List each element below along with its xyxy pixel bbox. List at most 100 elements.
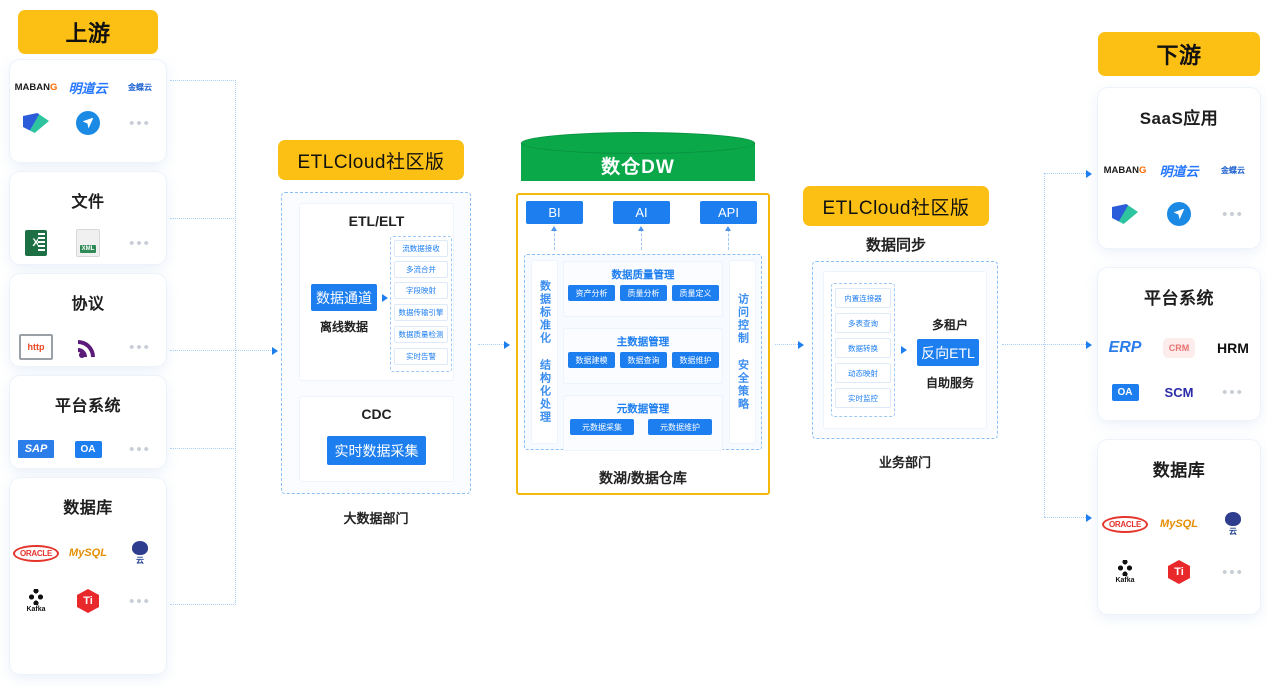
standardization-label: 数据标准化 结构化处理 (531, 260, 558, 444)
arrow-up-api (725, 226, 731, 231)
etl-chip[interactable]: 数据传输引擎 (394, 304, 448, 321)
logo-tidb: Ti (62, 584, 114, 618)
connector-card3 (170, 350, 236, 351)
sync-chip[interactable]: 多表查询 (835, 313, 891, 333)
sync-chip[interactable]: 实时监控 (835, 388, 891, 408)
api-label: API (718, 205, 739, 220)
quality-item[interactable]: 资产分析 (568, 285, 615, 301)
upstream-card-platform[interactable]: 平台系统 SAP OA ••• (10, 376, 166, 468)
quality-item[interactable]: 质量分析 (620, 285, 667, 301)
selfservice-label: 自助服务 (925, 376, 974, 390)
logo-sap: SAP (10, 432, 62, 466)
logo-more: ••• (129, 114, 151, 132)
connector-dw-to-etl-right (775, 344, 800, 345)
masterdata-item[interactable]: 数据建模 (568, 352, 615, 368)
quality-group-title: 数据质量管理 (611, 269, 675, 281)
connector-to-etl-left (235, 350, 273, 351)
connector-card2 (170, 218, 236, 219)
arrow-into-database (1086, 514, 1092, 522)
etl-left-header: ETLCloud社区版 (278, 140, 464, 180)
logo-hrm: HRM (1217, 340, 1249, 356)
downstream-bus-line (1044, 173, 1045, 517)
arrow-into-etl-right (798, 341, 804, 349)
arrow-into-etl-left (272, 347, 278, 355)
sync-chip[interactable]: 动态映射 (835, 363, 891, 383)
connector-down-platform (1044, 344, 1088, 345)
arrow-into-dw (504, 341, 510, 349)
etl-chip[interactable]: 实时告警 (394, 348, 448, 365)
logo-tidb: Ti (1152, 555, 1206, 589)
offline-data-label: 离线数据 (319, 320, 368, 334)
reverse-etl-button[interactable]: 反向ETL (917, 339, 979, 366)
logo-oa: OA (1098, 375, 1152, 409)
etl-chip[interactable]: 数据质量检测 (394, 326, 448, 343)
etl-right-header-label: ETLCloud社区版 (822, 197, 970, 219)
upstream-card-saas[interactable]: MABANG 明道云 金蝶云 ••• (10, 60, 166, 162)
arrow-chips-to-reverse-etl (901, 346, 907, 354)
arrow-up-ai (638, 226, 644, 231)
metadata-item[interactable]: 元数据采集 (570, 419, 634, 435)
logo-mysql: MySQL (69, 547, 107, 559)
logo-dingtalk (62, 106, 114, 140)
card-title: 数据库 (1152, 461, 1206, 480)
etl-chip[interactable]: 流数据接收 (394, 240, 448, 257)
connector-card1 (170, 80, 236, 81)
upstream-card-file[interactable]: 文件 X XML ••• (10, 172, 166, 264)
etl-chip[interactable]: 多流合并 (394, 261, 448, 278)
logo-mysql: MySQL (1160, 518, 1198, 530)
masterdata-item[interactable]: 数据查询 (620, 352, 667, 368)
card-title: 平台系统 (54, 398, 121, 415)
metadata-item[interactable]: 元数据维护 (648, 419, 712, 435)
logo-scm: SCM (1164, 384, 1194, 400)
realtime-capture-button[interactable]: 实时数据采集 (327, 436, 426, 465)
upstream-card-protocol[interactable]: 协议 http ••• (10, 274, 166, 366)
etl-right-chip-group (831, 283, 895, 417)
etl-chip-group (390, 236, 452, 372)
data-channel-button[interactable]: 数据通道 (311, 284, 377, 311)
connector-etl-right-out (1002, 344, 1044, 345)
sync-chip[interactable]: 内置连接器 (835, 288, 891, 308)
card-title: 平台系统 (1144, 289, 1214, 308)
logo-more: ••• (129, 592, 151, 610)
masterdata-item[interactable]: 数据维护 (672, 352, 719, 368)
quality-item[interactable]: 质量定义 (672, 285, 719, 301)
upstream-header-label: 上游 (65, 21, 111, 46)
sync-chip[interactable]: 数据转换 (835, 338, 891, 358)
ai-label: AI (635, 205, 648, 220)
logo-more: ••• (1222, 383, 1244, 401)
logo-dingtalk (1152, 197, 1206, 231)
etl-right-header: ETLCloud社区版 (803, 186, 989, 226)
logo-more: ••• (129, 338, 151, 356)
logo-kafka: Kafka (10, 584, 62, 618)
arrow-line-api (728, 229, 729, 250)
api-button[interactable]: API (700, 201, 757, 224)
logo-mingdao: 明道云 (68, 80, 108, 96)
logo-xml: XML (62, 226, 114, 260)
card-title: 数据库 (63, 500, 113, 517)
downstream-card-platform[interactable]: 平台系统 ERP CRM HRM OA SCM ••• (1098, 268, 1260, 420)
logo-more: ••• (1222, 563, 1244, 581)
etl-right-subtitle: 数据同步 (865, 237, 926, 254)
warehouse-footer: 数湖/数据仓库 (599, 470, 687, 486)
masterdata-group-title: 主数据管理 (616, 336, 670, 348)
ai-button[interactable]: AI (613, 201, 670, 224)
bi-label: BI (548, 205, 561, 220)
etl-elt-title: ETL/ELT (348, 213, 405, 229)
etl-chip[interactable]: 字段映射 (394, 282, 448, 299)
upstream-card-database[interactable]: 数据库 ORACLE MySQL 云 Kafka Ti ••• (10, 478, 166, 674)
bi-button[interactable]: BI (526, 201, 583, 224)
arrow-line-ai (641, 229, 642, 250)
logo-more: ••• (129, 440, 151, 458)
rss-icon (62, 330, 114, 364)
arrow-line-bi (554, 229, 555, 250)
downstream-header: 下游 (1098, 32, 1260, 76)
logo-crm: CRM (1152, 331, 1206, 365)
logo-kafka: Kafka (1098, 555, 1152, 589)
etl-left-dept: 大数据部门 (343, 511, 409, 526)
downstream-card-saas[interactable]: SaaS应用 MABANG 明道云 金蝶云 ••• (1098, 88, 1260, 248)
cylinder-top (521, 132, 755, 154)
connector-etl-to-dw (478, 344, 506, 345)
downstream-header-label: 下游 (1156, 43, 1202, 68)
downstream-card-database[interactable]: 数据库 ORACLE MySQL 云 Kafka Ti ••• (1098, 440, 1260, 614)
